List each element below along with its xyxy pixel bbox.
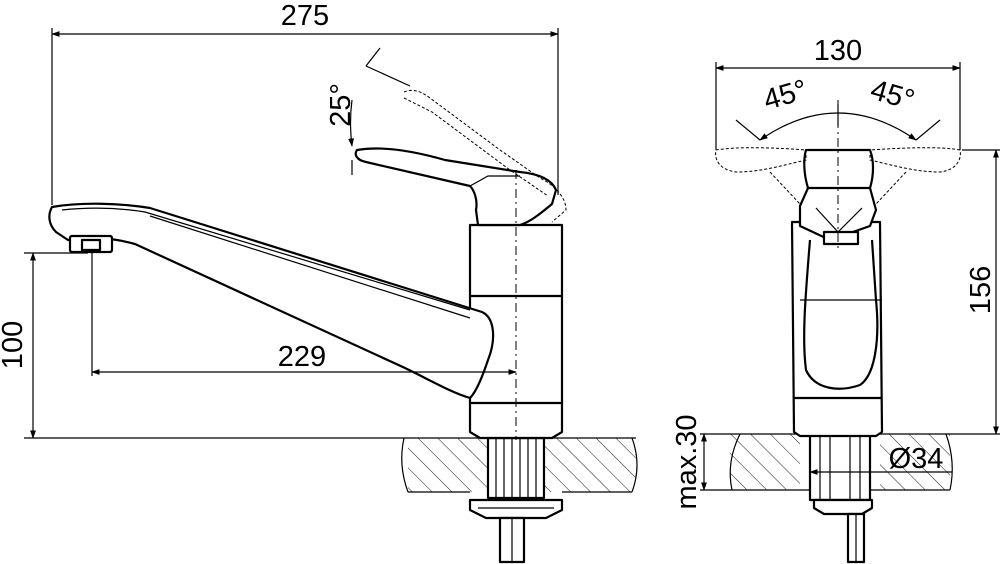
dim-max30-label: max.30 xyxy=(671,414,703,509)
side-lever-handle xyxy=(354,147,558,227)
dim-max30-group: max.30 xyxy=(671,414,707,510)
dim-130-group: 130 xyxy=(715,35,961,150)
front-lever-swivel-ghost xyxy=(715,147,961,205)
side-mounting-hardware xyxy=(468,436,564,564)
dim-25deg-label: 25° xyxy=(325,83,357,127)
dim-130-label: 130 xyxy=(814,35,862,67)
dim-dia34-group: Ø34 xyxy=(809,443,952,475)
dim-45deg-group: 45° 45° xyxy=(735,74,941,141)
dim-100-label: 100 xyxy=(0,321,29,369)
front-countertop xyxy=(700,433,1000,491)
dim-100-group: 100 xyxy=(0,252,402,439)
dim-275-label: 275 xyxy=(281,0,329,32)
side-lever-raised-ghost xyxy=(403,89,567,223)
dim-45deg-left-label: 45° xyxy=(760,74,811,117)
dim-229-label: 229 xyxy=(278,341,326,373)
dim-229-group: 229 xyxy=(91,252,517,376)
dim-45deg-right-label: 45° xyxy=(867,74,918,117)
side-view: 275 229 100 25° xyxy=(0,0,638,564)
side-spout xyxy=(48,202,495,400)
front-faucet-body xyxy=(790,220,884,438)
dim-dia34-label: Ø34 xyxy=(889,443,944,475)
front-mounting-hardware xyxy=(808,432,874,564)
dim-275-group: 275 xyxy=(51,0,559,205)
dim-156-group: 156 xyxy=(962,149,1000,435)
front-view: 45° 45° 130 156 max.30 Ø34 xyxy=(671,35,1000,564)
dim-25deg-group: 25° xyxy=(325,47,411,175)
dim-156-label: 156 xyxy=(965,266,997,314)
